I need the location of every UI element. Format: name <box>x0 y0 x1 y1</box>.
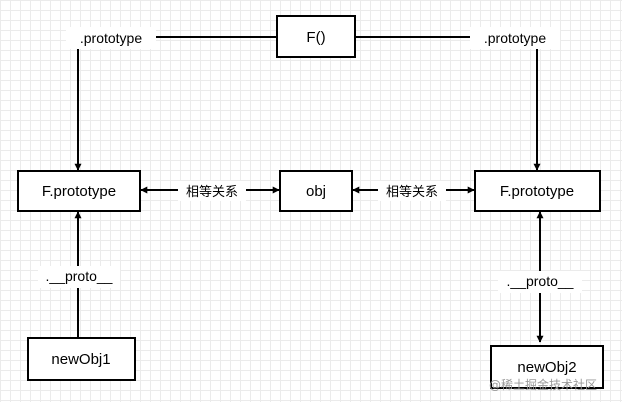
node-newobj1[interactable]: newObj1 <box>27 337 136 381</box>
svg-text:F(): F() <box>306 29 325 46</box>
svg-text:F.prototype: F.prototype <box>500 183 574 200</box>
node-proto-left[interactable]: F.prototype <box>17 170 141 212</box>
svg-text:相等关系: 相等关系 <box>386 184 438 200</box>
node-proto-right[interactable]: F.prototype <box>474 170 601 212</box>
svg-text:.prototype: .prototype <box>80 30 142 46</box>
svg-text:obj: obj <box>306 183 326 200</box>
svg-text:相等关系: 相等关系 <box>186 184 238 200</box>
svg-text:F.prototype: F.prototype <box>42 183 116 200</box>
edge-f-to-proto-right <box>355 36 541 171</box>
watermark: @稀土掘金技术社区 <box>489 377 597 392</box>
label-prototype-right: .prototype <box>470 27 560 49</box>
label-equal-right: 相等关系 <box>378 181 446 201</box>
label-equal-left: 相等关系 <box>178 181 246 201</box>
node-f[interactable]: F() <box>276 15 356 58</box>
node-obj[interactable]: obj <box>279 170 353 212</box>
svg-text:newObj1: newObj1 <box>51 351 110 368</box>
svg-text:.__proto__: .__proto__ <box>507 273 574 289</box>
node-newobj2[interactable]: newObj2 <box>490 345 604 389</box>
label-proto-link-left: .__proto__ <box>38 266 120 288</box>
svg-text:newObj2: newObj2 <box>517 359 576 376</box>
edge-f-to-proto-left <box>74 36 277 171</box>
svg-text:.__proto__: .__proto__ <box>46 268 113 284</box>
label-prototype-left: .prototype <box>66 27 156 49</box>
svg-text:.prototype: .prototype <box>484 30 546 46</box>
label-proto-link-right: .__proto__ <box>498 271 582 293</box>
